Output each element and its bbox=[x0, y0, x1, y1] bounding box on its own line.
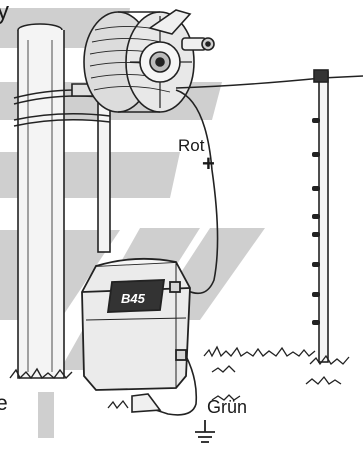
green-terminal-label: Grün bbox=[207, 397, 248, 417]
red-terminal-label: Rot bbox=[178, 136, 205, 155]
plus-sign-label: + bbox=[202, 151, 215, 176]
ground-stake bbox=[131, 393, 162, 413]
energizer bbox=[81, 257, 191, 391]
ground-icon bbox=[195, 420, 215, 443]
wooden-post bbox=[17, 23, 65, 379]
grass-post bbox=[9, 367, 73, 380]
energizer-model-label: B45 bbox=[121, 291, 145, 306]
insulator-icon bbox=[312, 118, 320, 325]
left-edge-fragment-bottom: e bbox=[0, 392, 8, 415]
left-edge-fragment-top: y bbox=[0, 0, 9, 25]
red-lead bbox=[175, 89, 219, 295]
cable-reel bbox=[83, 9, 215, 113]
grass-tufts bbox=[107, 345, 350, 410]
